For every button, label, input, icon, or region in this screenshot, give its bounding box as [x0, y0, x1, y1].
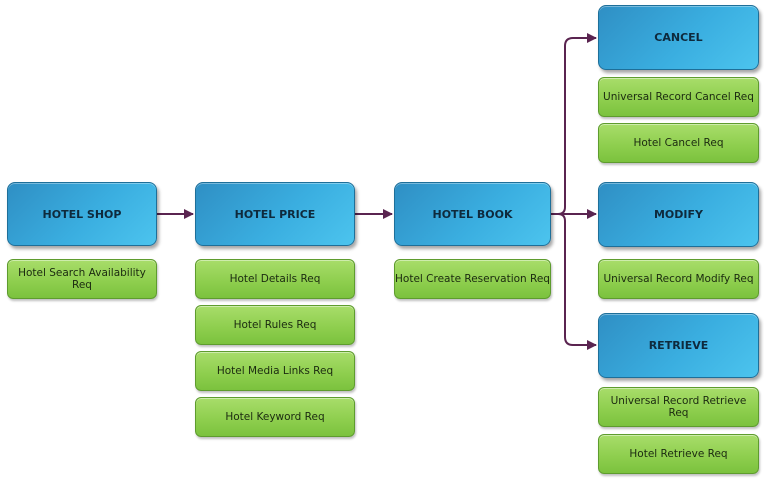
request-label: Hotel Media Links Req — [216, 365, 334, 377]
stage-hotel-shop[interactable]: HOTEL SHOP — [7, 182, 157, 246]
stage-modify-title: MODIFY — [653, 208, 703, 221]
request-label: Universal Record Retrieve Req — [610, 395, 747, 419]
request-label: Hotel Keyword Req — [225, 411, 325, 423]
stage-hotel-shop-title: HOTEL SHOP — [42, 207, 122, 221]
request-hotel-cancel[interactable]: Hotel Cancel Req — [598, 123, 759, 163]
request-hotel-search-availability[interactable]: Hotel Search Availability Req — [7, 259, 157, 299]
arrow-book-to-cancel — [551, 33, 597, 215]
request-universal-record-cancel[interactable]: Universal Record Cancel Req — [598, 77, 759, 117]
stage-retrieve-title: RETRIEVE — [648, 339, 709, 352]
request-label: Hotel Create Reservation Req — [395, 273, 550, 285]
stage-hotel-price[interactable]: HOTEL PRICE — [195, 182, 355, 246]
request-hotel-retrieve[interactable]: Hotel Retrieve Req — [598, 434, 759, 474]
request-hotel-create-reservation[interactable]: Hotel Create Reservation Req — [394, 259, 551, 299]
request-label: Hotel Retrieve Req — [629, 448, 728, 460]
stage-cancel[interactable]: CANCEL — [598, 5, 759, 70]
request-label: Universal Record Modify Req — [603, 273, 754, 285]
stage-hotel-book[interactable]: HOTEL BOOK — [394, 182, 551, 246]
request-label: Hotel Cancel Req — [633, 137, 724, 149]
request-label: Hotel Search Availability Req — [18, 267, 146, 291]
stage-hotel-price-title: HOTEL PRICE — [234, 207, 316, 221]
request-hotel-media-links[interactable]: Hotel Media Links Req — [195, 351, 355, 391]
request-label: Universal Record Cancel Req — [603, 91, 754, 103]
request-label: Hotel Details Req — [229, 273, 321, 285]
stage-retrieve[interactable]: RETRIEVE — [598, 313, 759, 378]
stage-modify[interactable]: MODIFY — [598, 182, 759, 247]
stage-hotel-book-title: HOTEL BOOK — [432, 207, 513, 221]
arrow-book-to-retrieve — [557, 213, 597, 350]
request-universal-record-retrieve[interactable]: Universal Record Retrieve Req — [598, 387, 759, 427]
request-hotel-details[interactable]: Hotel Details Req — [195, 259, 355, 299]
request-universal-record-modify[interactable]: Universal Record Modify Req — [598, 259, 759, 299]
request-label: Hotel Rules Req — [233, 319, 317, 331]
request-hotel-rules[interactable]: Hotel Rules Req — [195, 305, 355, 345]
request-hotel-keyword[interactable]: Hotel Keyword Req — [195, 397, 355, 437]
stage-cancel-title: CANCEL — [654, 31, 703, 44]
